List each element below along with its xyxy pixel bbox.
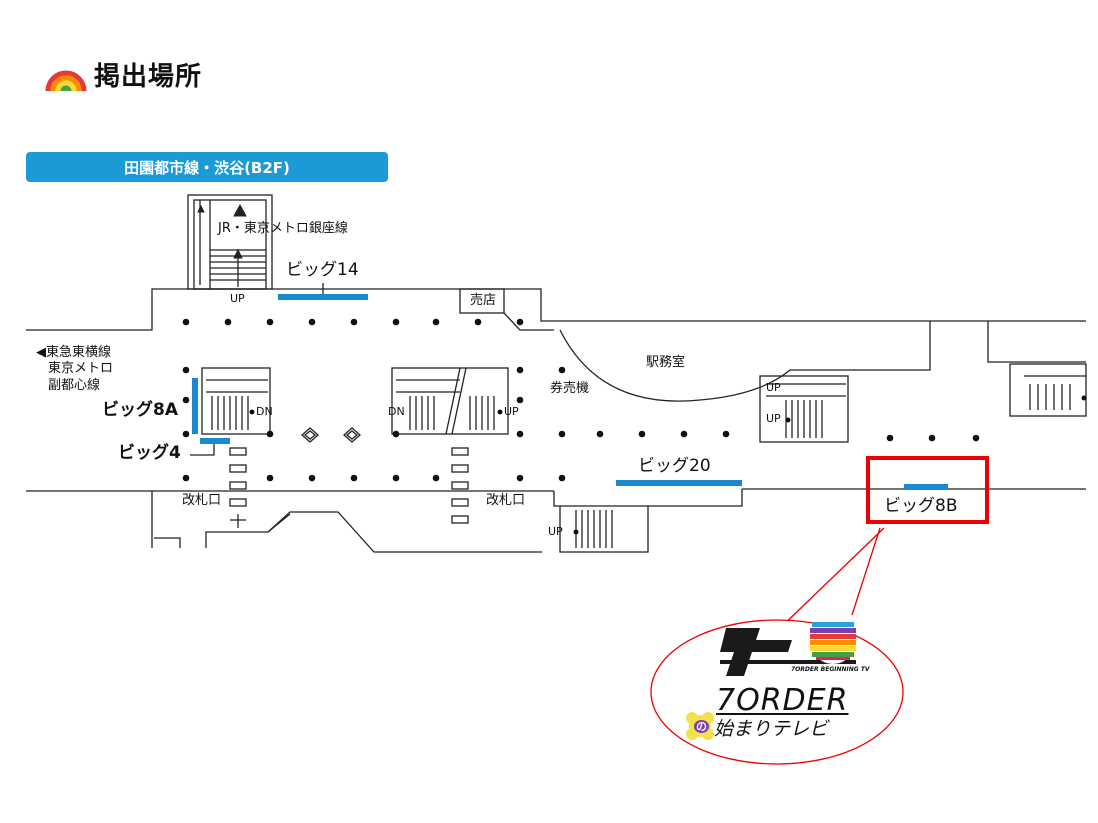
label-toyoko-1: ◀東急東横線 [36, 345, 111, 360]
label-up-5: UP [548, 525, 563, 538]
label-up-2: UP [504, 405, 519, 418]
label-dn-2: DN [388, 405, 405, 418]
label-gate-left: 改札口 [182, 493, 222, 508]
7order-logo-icon [720, 620, 856, 676]
label-jr-ginza: JR・東京メトロ銀座線 [218, 221, 348, 236]
ad-marker-big8a [192, 378, 198, 434]
rainbow-icon [45, 70, 87, 92]
label-up-4: UP [766, 412, 781, 425]
ad-label-big4: ビッグ4 [118, 443, 181, 463]
logo-tagline: 7ORDER BEGINNING TV [791, 666, 870, 673]
ad-marker-big4 [200, 438, 230, 444]
label-up-1: UP [230, 292, 245, 305]
logo-subtitle: 始まりテレビ [714, 718, 829, 740]
highlight-box-big8b [866, 456, 989, 524]
ad-label-big14: ビッグ14 [286, 260, 359, 280]
label-up-3: UP [766, 381, 781, 394]
label-dn-1: DN [256, 405, 273, 418]
ad-marker-big20 [616, 480, 742, 486]
ad-marker-big14 [278, 294, 368, 300]
line-banner: 田園都市線・渋谷(B2F) [26, 152, 388, 182]
ad-label-big8a: ビッグ8A [102, 400, 178, 420]
label-gate-center: 改札口 [486, 493, 526, 508]
ad-label-big8b: ビッグ8B [884, 496, 958, 516]
label-shop: 売店 [470, 293, 497, 308]
label-ticket-machine: 券売機 [550, 381, 590, 396]
ad-label-big20: ビッグ20 [638, 456, 711, 476]
logo-text: 7ORDER [716, 683, 849, 718]
label-toyoko-3: 副都心線 [48, 378, 101, 393]
logo-badge: の [694, 720, 709, 733]
label-office: 駅務室 [646, 355, 686, 370]
page-heading: 掲出場所 [44, 56, 202, 93]
label-toyoko-2: 東京メトロ [48, 361, 114, 376]
ad-marker-big8b [904, 484, 948, 490]
heading-title: 掲出場所 [94, 62, 203, 92]
